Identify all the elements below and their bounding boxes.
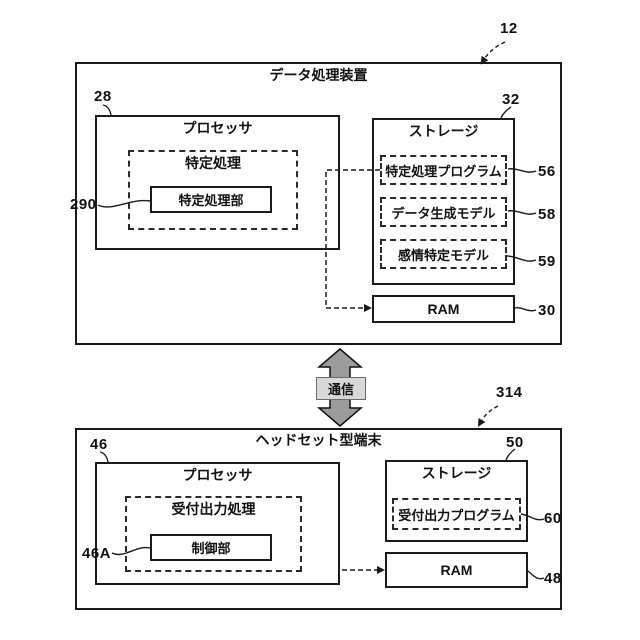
data-generation-model-box: データ生成モデル <box>380 197 507 227</box>
ref-label-12: 12 <box>500 20 518 37</box>
specific-processing-unit-box: 特定処理部 <box>150 186 272 213</box>
ref-12-leader-arrow <box>480 41 506 65</box>
ram-box-top: RAM <box>372 295 515 323</box>
ref-label-30: 30 <box>538 302 556 319</box>
ref-label-60: 60 <box>544 510 562 527</box>
storage-title-top: ストレージ <box>408 123 479 139</box>
ref-label-59: 59 <box>538 253 556 270</box>
processor-title-bottom: プロセッサ <box>182 467 253 483</box>
ref-label-56: 56 <box>538 163 556 180</box>
control-unit-box: 制御部 <box>150 534 272 561</box>
reception-output-processing-dashed-box <box>125 496 302 572</box>
specific-processing-program-box: 特定処理プログラム <box>380 155 507 185</box>
storage-box-top <box>372 118 515 285</box>
processor-title-top: プロセッサ <box>182 120 253 136</box>
ref-label-32: 32 <box>502 91 520 108</box>
ref-label-48: 48 <box>544 570 562 587</box>
ref-label-50: 50 <box>506 434 524 451</box>
reception-output-program-box: 受付出力プログラム <box>392 498 521 530</box>
storage-box-bottom <box>385 460 528 542</box>
ram-box-bottom: RAM <box>385 552 528 588</box>
specific-processing-label: 特定処理 <box>185 155 241 171</box>
data-processing-device-title: データ処理装置 <box>269 67 368 83</box>
communication-label: 通信 <box>316 377 366 400</box>
ref-label-58: 58 <box>538 206 556 223</box>
emotion-identification-model-box: 感情特定モデル <box>380 239 507 269</box>
processor-box-bottom <box>95 462 340 585</box>
headset-terminal-box <box>75 428 562 610</box>
storage-title-bottom: ストレージ <box>421 465 492 481</box>
ref-label-28: 28 <box>94 88 112 105</box>
data-processing-device-box <box>75 62 562 345</box>
specific-processing-dashed-box <box>128 150 298 230</box>
ref-label-46: 46 <box>90 436 108 453</box>
headset-terminal-title: ヘッドセット型端末 <box>255 432 382 448</box>
ref-label-46A: 46A <box>82 545 112 562</box>
ref-314-leader-arrow <box>477 405 499 427</box>
ref-label-314: 314 <box>496 384 523 401</box>
reception-output-processing-label: 受付出力処理 <box>171 501 256 517</box>
ref-label-290: 290 <box>70 196 97 213</box>
processor-box-top <box>95 115 340 250</box>
